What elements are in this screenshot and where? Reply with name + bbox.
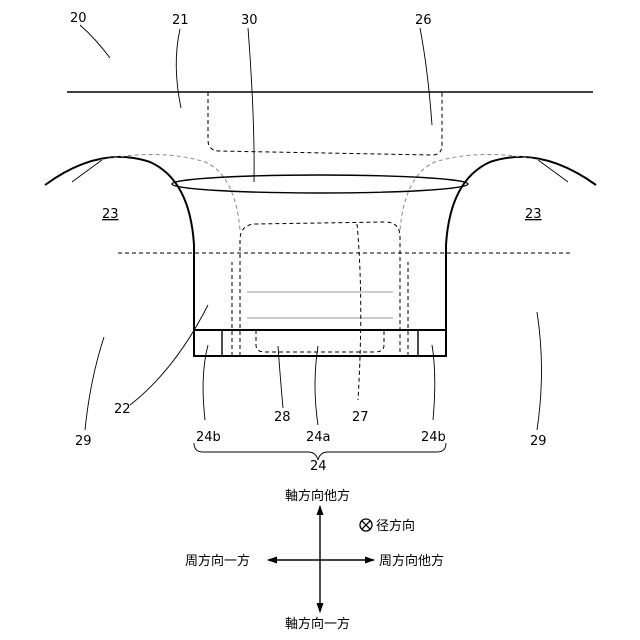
right-grey-dashed-arc (400, 154, 540, 230)
leader-20 (80, 25, 110, 58)
circ-other-label: 周方向他方 (379, 553, 444, 569)
dashed-element-26 (208, 92, 442, 155)
radial-into-page-icon (360, 519, 372, 531)
inner-dashed-body-2 (232, 262, 408, 356)
label-20: 20 (70, 11, 87, 26)
brace-24 (194, 443, 446, 460)
radial-label: 径方向 (376, 518, 415, 534)
leader-30 (248, 28, 254, 182)
label-27: 27 (352, 410, 369, 425)
leader-24a (315, 346, 318, 425)
label-26: 26 (415, 13, 432, 28)
leader-26 (420, 28, 432, 125)
leader-29-left (85, 337, 104, 430)
label-24: 24 (310, 459, 327, 474)
left-grey-dashed-arc (100, 154, 240, 230)
label-23-left: 23 (102, 207, 119, 222)
inner-dashed-pocket (256, 330, 384, 352)
label-29-right: 29 (530, 434, 547, 449)
ellipse-30 (172, 175, 468, 193)
label-29-left: 29 (75, 434, 92, 449)
label-30: 30 (241, 13, 258, 28)
label-24b-left: 24b (196, 430, 221, 445)
inner-dashed-body (240, 222, 400, 356)
label-22: 22 (114, 402, 131, 417)
label-21: 21 (172, 13, 189, 28)
label-23-right: 23 (525, 207, 542, 222)
left-tooth-outline (45, 157, 194, 330)
leader-21 (176, 29, 181, 108)
label-24b-right: 24b (421, 430, 446, 445)
dashed-element-27 (357, 224, 361, 400)
right-tooth-outline (446, 157, 596, 330)
circ-one-label: 周方向一方 (185, 553, 250, 569)
axial-other-label: 軸方向他方 (285, 488, 350, 504)
axial-one-label: 軸方向一方 (285, 616, 350, 632)
leader-29-right (537, 312, 542, 430)
label-28: 28 (274, 410, 291, 425)
label-24a: 24a (306, 430, 331, 445)
